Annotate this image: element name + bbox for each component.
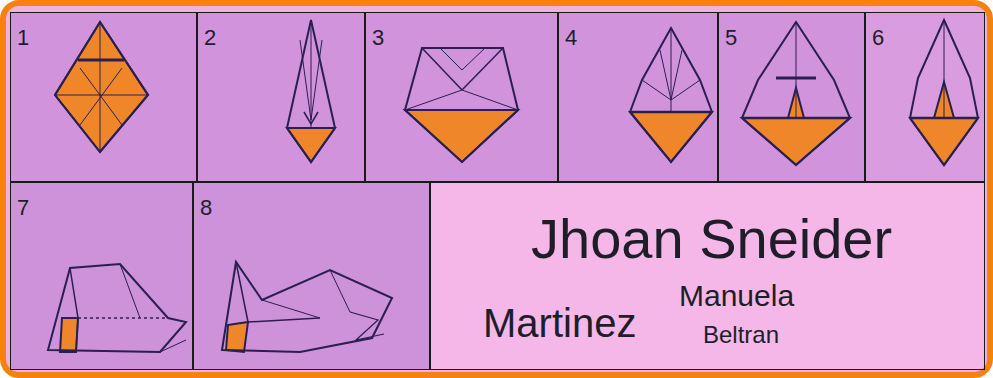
paper-ground (3, 3, 990, 375)
step-panel: 1 (10, 12, 197, 182)
step7-figure (48, 264, 186, 352)
author-name: Jhoan Sneider (531, 211, 892, 267)
step-panel: 6 (865, 12, 985, 182)
step6-figure (910, 20, 978, 165)
step3-figure (405, 48, 518, 162)
step-panel: 5 (718, 12, 865, 182)
step-panel: 7 (10, 182, 193, 370)
step-panel: 2 (197, 12, 365, 182)
step-number: 6 (872, 27, 884, 49)
step-number: 8 (200, 197, 212, 219)
step-number: 3 (372, 27, 384, 49)
crayon-shading (10, 12, 985, 370)
step-panel: 3 (365, 12, 558, 182)
step-number: 2 (204, 27, 216, 49)
step1-figure (55, 22, 148, 152)
step8-figure (222, 262, 392, 352)
step-number: 5 (725, 27, 737, 49)
orange-frame (3, 3, 990, 375)
step4-figure (630, 28, 712, 162)
author-name: Beltran (703, 323, 779, 347)
step-number: 4 (565, 27, 577, 49)
step-number: 1 (17, 27, 29, 49)
step-panel: 8 (193, 182, 430, 370)
step-number: 7 (17, 197, 29, 219)
author-name: Martinez (483, 303, 636, 343)
name-panel: Jhoan SneiderMartinez ManuelaBeltran (430, 182, 985, 370)
step5-figure (742, 22, 850, 165)
author-name: Manuela (679, 281, 794, 311)
step2-figure (287, 20, 335, 162)
step-panel: 4 (558, 12, 718, 182)
